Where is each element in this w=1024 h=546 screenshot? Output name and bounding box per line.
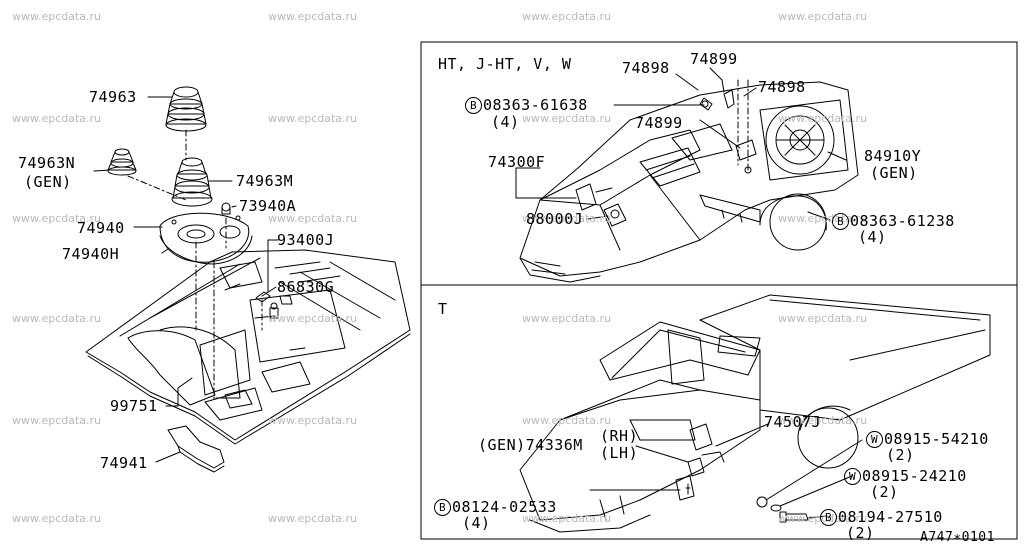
- quantity-label: (4): [491, 113, 520, 131]
- left-leader-lines: [93, 96, 279, 463]
- bolt-symbol: B: [820, 509, 837, 526]
- boot-74963N-drawing: [107, 148, 137, 176]
- part-label-74336M[interactable]: (GEN)74336M: [478, 436, 583, 454]
- watermark: www.epcdata.ru: [778, 414, 868, 427]
- quantity-label: (2): [886, 446, 915, 464]
- watermark: www.epcdata.ru: [778, 112, 868, 125]
- top-right-leader-lines: [515, 67, 847, 221]
- part-number: 08915-24210: [862, 467, 967, 485]
- part-label-74507J[interactable]: 74507J: [764, 413, 822, 431]
- part-number: 08363-61238: [850, 212, 955, 230]
- watermark: www.epcdata.ru: [12, 414, 102, 427]
- side-label-lh: (LH): [600, 444, 639, 462]
- watermark: www.epcdata.ru: [778, 312, 868, 325]
- part-label-74963M[interactable]: 74963M: [236, 172, 294, 190]
- watermark: www.epcdata.ru: [12, 112, 102, 125]
- part-label-88000J[interactable]: 88000J: [526, 210, 584, 228]
- watermark: www.epcdata.ru: [268, 212, 358, 225]
- boot-74963M-drawing: [171, 157, 213, 207]
- quantity-label: (2): [870, 483, 899, 501]
- part-label-73940A[interactable]: 73940A: [239, 197, 297, 215]
- fastener-86830G-drawing: [255, 291, 279, 319]
- washer-symbol: W: [866, 431, 883, 448]
- part-number: 08124-02533: [452, 498, 557, 516]
- bolt-symbol: B: [832, 213, 849, 230]
- watermark: www.epcdata.ru: [522, 312, 612, 325]
- watermark: www.epcdata.ru: [522, 112, 612, 125]
- part-note-gen: (GEN): [24, 173, 72, 191]
- part-number: 08194-27510: [838, 508, 943, 526]
- plate-74940-drawing: [159, 212, 253, 265]
- watermark: www.epcdata.ru: [268, 312, 358, 325]
- alignment-lines: [127, 129, 263, 401]
- washer-symbol: W: [844, 468, 861, 485]
- clip-73940A-drawing: [221, 202, 231, 215]
- bolt-symbol: B: [434, 499, 451, 516]
- part-label-99751[interactable]: 99751: [110, 397, 158, 415]
- watermark: www.epcdata.ru: [268, 512, 358, 525]
- drawing-code: A747∗0101: [920, 530, 995, 545]
- watermark: www.epcdata.ru: [12, 212, 102, 225]
- vehicle-t-drawing: [519, 294, 991, 533]
- quantity-label: (4): [462, 514, 491, 532]
- part-label-74940H[interactable]: 74940H: [62, 245, 120, 263]
- watermark: www.epcdata.ru: [12, 10, 102, 23]
- part-label-74963[interactable]: 74963: [89, 88, 137, 106]
- quantity-label: (4): [858, 228, 887, 246]
- bolt-symbol: B: [465, 97, 482, 114]
- part-label-74941[interactable]: 74941: [100, 454, 148, 472]
- part-number: 08915-54210: [884, 430, 989, 448]
- bottom-right-panel-frame: [420, 284, 1018, 540]
- watermark: www.epcdata.ru: [522, 414, 612, 427]
- part-label-74963N[interactable]: 74963N: [18, 154, 76, 172]
- pad-74941-drawing: [167, 425, 225, 473]
- side-label-rh: (RH): [600, 427, 639, 445]
- part-label-93400J[interactable]: 93400J: [277, 231, 335, 249]
- floor-panel-drawing: [85, 249, 411, 445]
- watermark: www.epcdata.ru: [522, 512, 612, 525]
- top-right-alignment-lines: [737, 79, 749, 171]
- part-label-74899[interactable]: 74899: [690, 50, 738, 68]
- boot-74963-drawing: [165, 86, 207, 132]
- part-label-74899-b[interactable]: 74899: [635, 114, 683, 132]
- watermark: www.epcdata.ru: [268, 10, 358, 23]
- watermark: www.epcdata.ru: [522, 10, 612, 23]
- part-number: 08363-61638: [483, 96, 588, 114]
- watermark: www.epcdata.ru: [778, 10, 868, 23]
- part-note-gen: (GEN): [870, 164, 918, 182]
- watermark: www.epcdata.ru: [522, 212, 612, 225]
- watermark: www.epcdata.ru: [12, 312, 102, 325]
- part-label-74898[interactable]: 74898: [622, 59, 670, 77]
- part-label-74898-b[interactable]: 74898: [758, 78, 806, 96]
- variant-label-ht: HT, J-HT, V, W: [438, 55, 572, 73]
- watermark: www.epcdata.ru: [268, 414, 358, 427]
- part-label-84910Y[interactable]: 84910Y: [864, 147, 922, 165]
- part-label-74300F[interactable]: 74300F: [488, 153, 546, 171]
- vehicle-ht-drawing: [519, 81, 859, 283]
- part-label-86830G[interactable]: 86830G: [277, 278, 335, 296]
- part-label-74940[interactable]: 74940: [77, 219, 125, 237]
- watermark: www.epcdata.ru: [12, 512, 102, 525]
- watermark: www.epcdata.ru: [268, 112, 358, 125]
- variant-label-t: T: [438, 300, 448, 318]
- quantity-label: (2): [846, 524, 875, 542]
